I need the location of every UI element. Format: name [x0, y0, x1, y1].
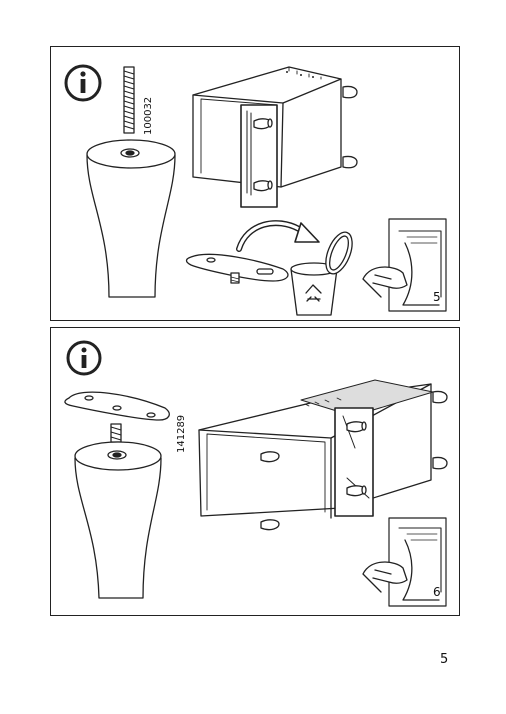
- mounting-plate: [185, 253, 289, 284]
- step-number: 6: [433, 585, 441, 599]
- page-turn-icon: [362, 517, 447, 607]
- step-number: 5: [433, 290, 441, 304]
- cabinet-feet: [260, 390, 448, 531]
- mounting-plate: [64, 391, 170, 421]
- instruction-panel-step-6: 141289 6: [50, 327, 460, 616]
- part-number: 100032: [143, 96, 154, 135]
- threaded-bolt: [123, 66, 135, 134]
- recycle-bin-icon: [290, 231, 353, 316]
- info-icon: [64, 64, 102, 102]
- furniture-leg: [74, 441, 162, 599]
- info-icon: [66, 340, 102, 376]
- step-5-illustration: [64, 64, 447, 316]
- step-6-illustration: [64, 340, 448, 607]
- furniture-leg: [86, 139, 176, 298]
- threaded-bolt: [110, 423, 122, 443]
- cabinet-frame: [198, 379, 434, 519]
- highlight-box: [240, 104, 278, 208]
- curved-arrow-icon: [236, 220, 320, 252]
- page-number: 5: [440, 652, 449, 667]
- instruction-panel-step-5: 100032 5: [50, 46, 460, 321]
- page-turn-icon: [362, 218, 447, 312]
- cabinet-feet: [342, 85, 358, 169]
- highlight-box: [334, 407, 374, 517]
- part-number: 141289: [176, 414, 187, 453]
